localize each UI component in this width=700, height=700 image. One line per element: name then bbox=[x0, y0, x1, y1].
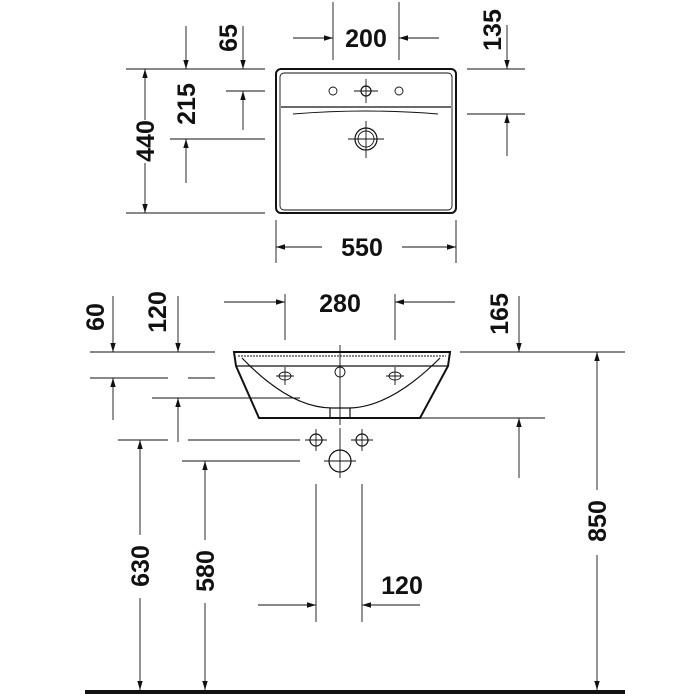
tap-hole-left-icon bbox=[328, 86, 338, 96]
front-view-basin bbox=[232, 345, 452, 425]
supply-left-icon bbox=[305, 429, 327, 451]
svg-text:135: 135 bbox=[479, 9, 507, 51]
dim-rear-to-tap-hole: 65 bbox=[183, 24, 246, 69]
overflow-center-icon bbox=[334, 366, 346, 378]
svg-text:65: 65 bbox=[215, 24, 243, 52]
dim-tap-hole-to-drain: 215 bbox=[170, 83, 265, 183]
dim-depth: 440 bbox=[126, 68, 265, 214]
tap-hole-center-icon bbox=[354, 79, 378, 103]
svg-text:200: 200 bbox=[345, 25, 387, 53]
dim-supply-height: 630 bbox=[118, 439, 300, 690]
svg-text:550: 550 bbox=[341, 234, 383, 262]
overflow-hole-right-icon bbox=[386, 367, 404, 385]
svg-text:120: 120 bbox=[381, 572, 423, 600]
supply-right-icon bbox=[351, 429, 373, 451]
wall-connections bbox=[305, 428, 373, 478]
svg-text:120: 120 bbox=[144, 291, 172, 333]
svg-text:165: 165 bbox=[486, 293, 514, 335]
svg-text:440: 440 bbox=[132, 120, 160, 162]
dim-supply-spacing: 120 bbox=[258, 484, 423, 622]
dim-rear-to-shelf: 135 bbox=[467, 9, 525, 156]
tap-hole-right-icon bbox=[394, 86, 404, 96]
dim-rim-to-drain-outlet: 120 bbox=[144, 291, 300, 442]
dim-width: 550 bbox=[275, 220, 457, 263]
svg-text:215: 215 bbox=[173, 83, 201, 125]
svg-text:580: 580 bbox=[192, 550, 220, 592]
overflow-hole-left-icon bbox=[276, 367, 294, 385]
svg-text:280: 280 bbox=[319, 290, 361, 318]
dim-rim-height: 850 bbox=[584, 352, 612, 690]
dim-basin-height: 165 bbox=[420, 293, 625, 478]
svg-text:60: 60 bbox=[82, 303, 110, 331]
drain-icon bbox=[348, 121, 384, 158]
svg-text:850: 850 bbox=[584, 500, 612, 542]
dim-overflow-spacing: 280 bbox=[224, 290, 455, 340]
top-view-basin bbox=[275, 68, 457, 214]
svg-text:630: 630 bbox=[127, 545, 155, 587]
dim-rim-to-overflow: 60 bbox=[82, 296, 215, 420]
waste-outlet-icon bbox=[324, 428, 356, 478]
dim-tap-hole-spacing: 200 bbox=[293, 2, 439, 60]
dim-waste-height: 580 bbox=[182, 460, 300, 690]
